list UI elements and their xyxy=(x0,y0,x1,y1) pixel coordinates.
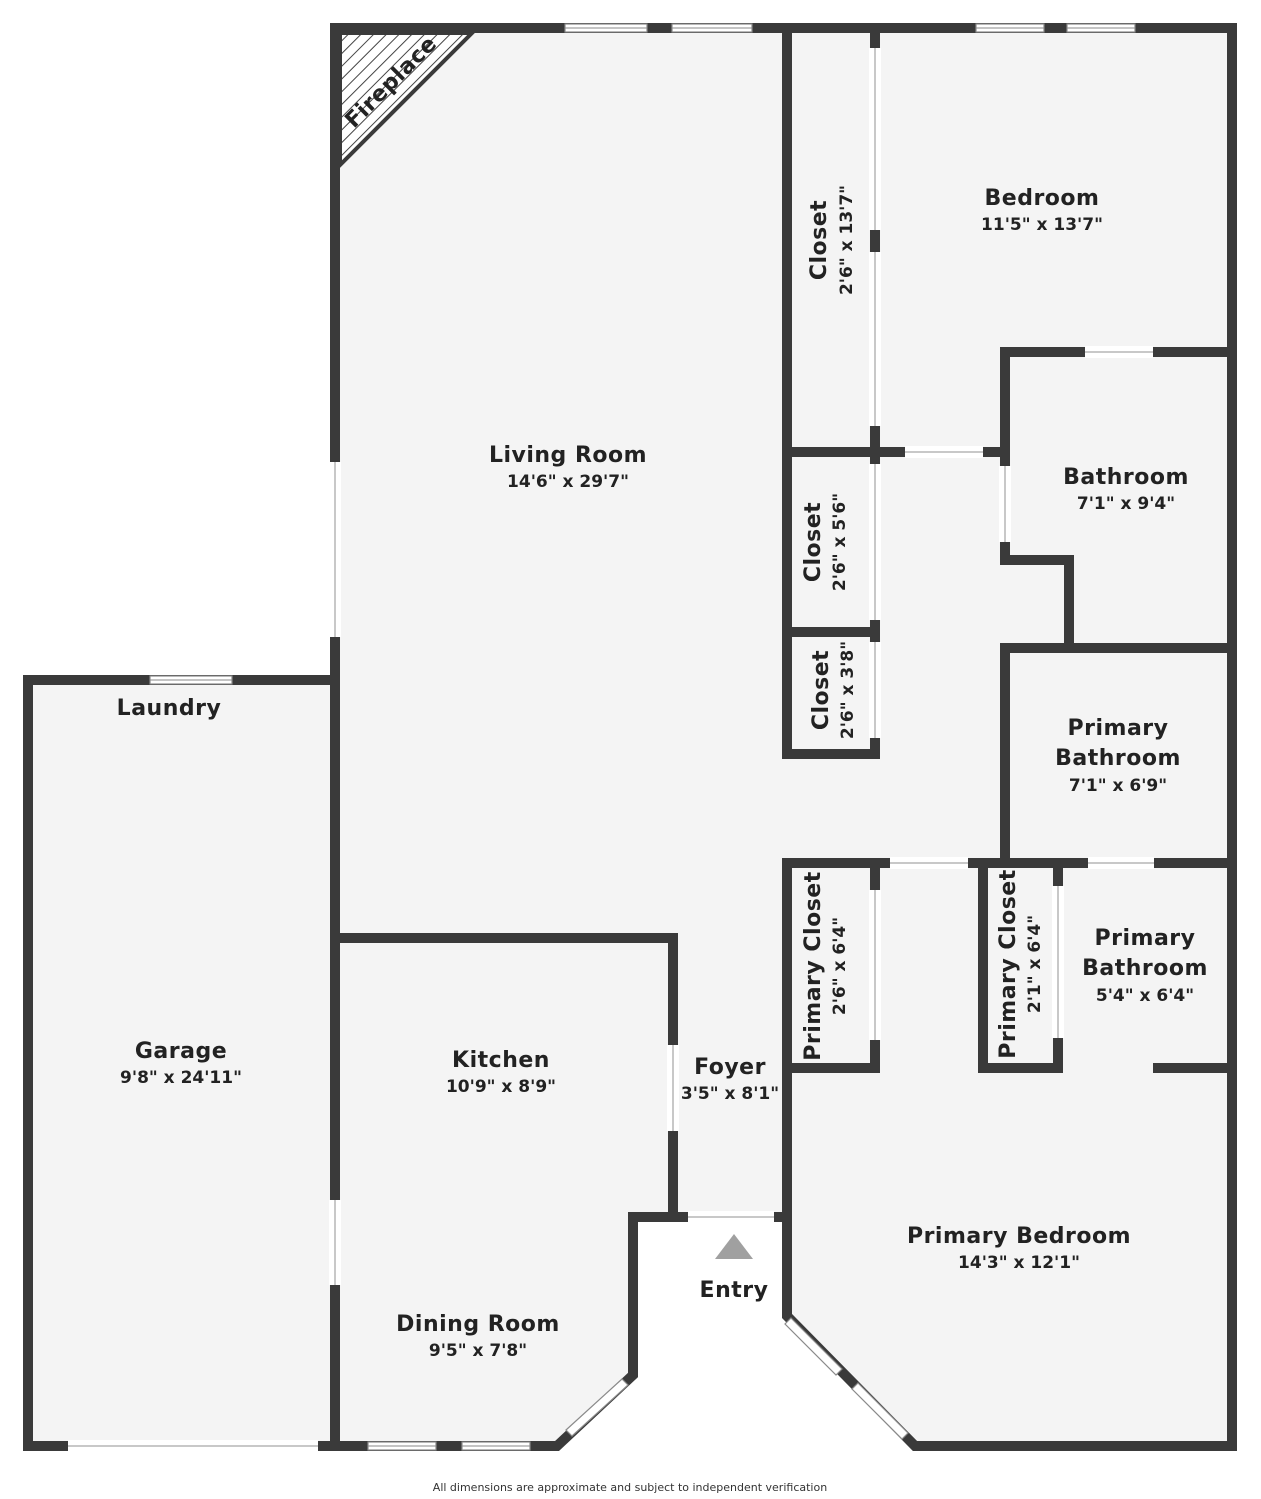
room-labels: Living Room 14'6" x 29'7" Bedroom 11'5" … xyxy=(117,185,1208,1361)
bedroom-name: Bedroom xyxy=(985,186,1100,211)
primary-bedroom-dimensions: 14'3" x 12'1" xyxy=(958,1253,1080,1273)
primary-closet-1-name: Primary Closet xyxy=(801,871,826,1060)
entry-arrow-icon xyxy=(715,1234,753,1259)
foyer-name: Foyer xyxy=(694,1055,766,1080)
primary-bedroom-name: Primary Bedroom xyxy=(907,1224,1131,1249)
dining-room-name: Dining Room xyxy=(396,1312,560,1337)
living-room-name: Living Room xyxy=(489,443,647,468)
bathroom-name: Bathroom xyxy=(1063,465,1189,490)
closet-1-name: Closet xyxy=(807,200,832,280)
laundry-label: Laundry xyxy=(117,696,222,721)
closet-1-dimensions: 2'6" x 13'7" xyxy=(837,185,857,295)
garage-dimensions: 9'8" x 24'11" xyxy=(120,1068,242,1088)
dining-room-dimensions: 9'5" x 7'8" xyxy=(429,1341,527,1361)
primary-bathroom-2-dimensions: 5'4" x 6'4" xyxy=(1096,986,1194,1006)
primary-bathroom-2-name-line1: Primary xyxy=(1095,926,1196,951)
primary-bathroom-2-name-line2: Bathroom xyxy=(1082,956,1208,981)
closet-2-dimensions: 2'6" x 5'6" xyxy=(830,493,850,591)
primary-bathroom-1-dimensions: 7'1" x 6'9" xyxy=(1069,776,1167,796)
footer-disclaimer: All dimensions are approximate and subje… xyxy=(433,1481,827,1494)
primary-bathroom-1-name-line2: Bathroom xyxy=(1055,746,1181,771)
kitchen-dimensions: 10'9" x 8'9" xyxy=(446,1077,556,1097)
closet-2-name: Closet xyxy=(801,502,826,582)
entry-label: Entry xyxy=(700,1278,769,1303)
primary-closet-2-name: Primary Closet xyxy=(996,869,1021,1058)
foyer-dimensions: 3'5" x 8'1" xyxy=(681,1084,779,1104)
closet-3-dimensions: 2'6" x 3'8" xyxy=(838,641,858,739)
door-openings xyxy=(68,48,1154,1452)
primary-bathroom-1-name-line1: Primary xyxy=(1068,716,1169,741)
windows xyxy=(149,23,1136,1451)
primary-closet-1-dimensions: 2'6" x 6'4" xyxy=(830,917,850,1015)
garage-name: Garage xyxy=(135,1039,227,1064)
bedroom-dimensions: 11'5" x 13'7" xyxy=(981,215,1103,235)
primary-closet-2-dimensions: 2'1" x 6'4" xyxy=(1025,915,1045,1013)
closet-3-name: Closet xyxy=(809,650,834,730)
living-room-dimensions: 14'6" x 29'7" xyxy=(507,472,629,492)
bathroom-dimensions: 7'1" x 9'4" xyxy=(1077,494,1175,514)
kitchen-name: Kitchen xyxy=(452,1048,550,1073)
